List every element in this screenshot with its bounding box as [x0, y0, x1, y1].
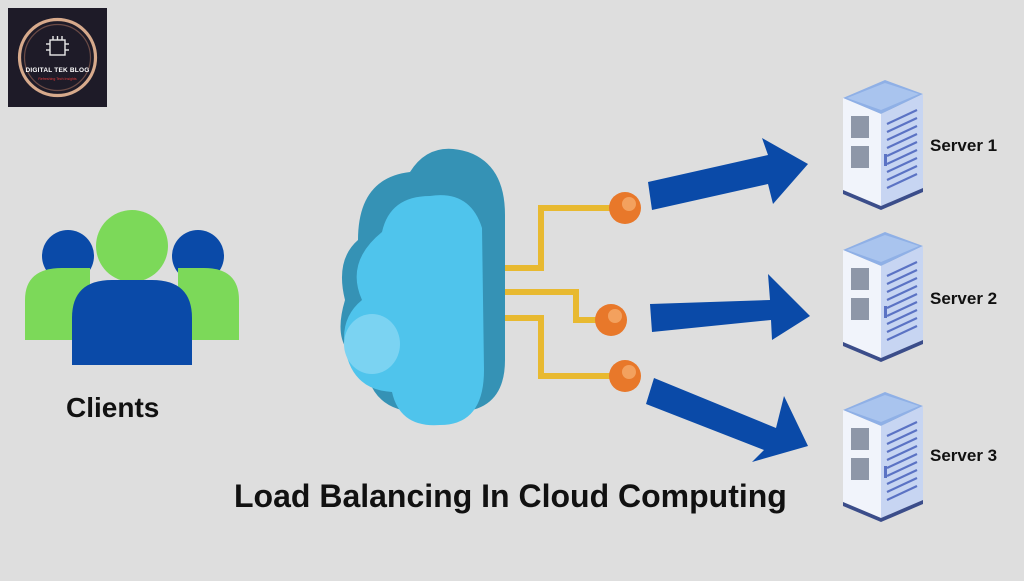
- arrow-to-server-3: [646, 378, 808, 462]
- cloud-icon: [340, 148, 505, 426]
- arrow-to-server-1: [648, 138, 808, 210]
- connector-node-1: [609, 192, 641, 224]
- connector-node-2: [595, 304, 627, 336]
- server-icon-2: [841, 230, 925, 364]
- server-label-1: Server 1: [930, 136, 998, 155]
- server-label-2: Server 2: [930, 289, 998, 308]
- logo-tagline: Refreshing Tech Insights: [38, 77, 77, 81]
- server-label-3: Server 3: [930, 446, 998, 465]
- logo-ring-icon: [17, 17, 98, 98]
- brand-logo: DIGITAL TEK BLOG Refreshing Tech Insight…: [8, 8, 107, 107]
- clients-icon: [25, 210, 239, 365]
- connector-lines: [505, 205, 610, 379]
- server-icon-3: [841, 390, 925, 524]
- server-icon-1: [841, 78, 925, 212]
- clients-label: Clients: [66, 392, 160, 423]
- arrow-to-server-2: [650, 274, 810, 340]
- logo-name: DIGITAL TEK BLOG: [25, 67, 90, 74]
- diagram-title: Load Balancing In Cloud Computing: [234, 478, 787, 514]
- connector-node-3: [609, 360, 641, 392]
